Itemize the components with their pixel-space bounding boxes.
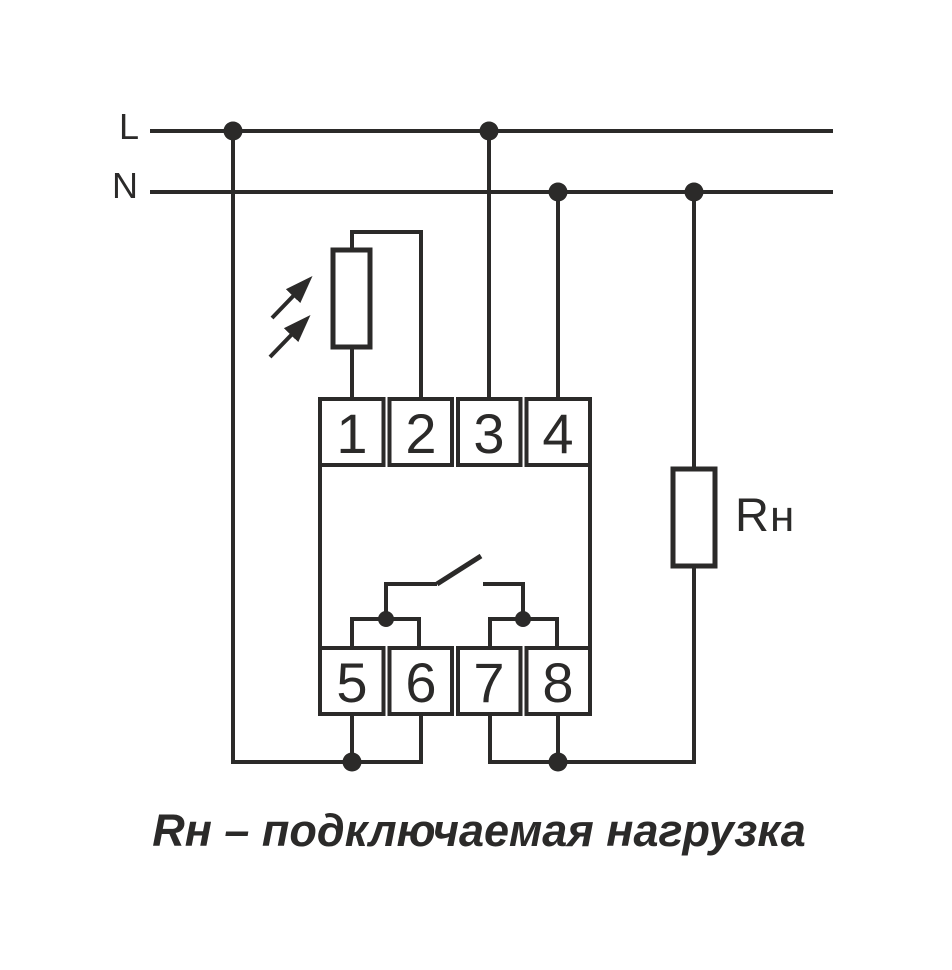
terminal-label-7: 7 <box>473 651 504 714</box>
live-line-label: L <box>119 106 139 147</box>
terminal-label-2: 2 <box>405 402 436 465</box>
terminal-cell-1 <box>318 397 386 467</box>
terminal-label-5: 5 <box>336 651 367 714</box>
junction-dot-terminal5-rail <box>342 752 362 772</box>
load-label: R <box>735 488 769 541</box>
load-resistor-body <box>670 466 718 569</box>
terminal-cell-3 <box>456 397 523 467</box>
terminal-cell-7 <box>456 646 523 716</box>
photoresistor-body <box>330 247 373 350</box>
terminal-cell-6 <box>387 646 454 716</box>
terminal-label-4: 4 <box>542 402 573 465</box>
junction-dot-live-left <box>223 121 243 141</box>
junction-dot-neutral-load <box>684 182 704 202</box>
neutral-line-label: N <box>112 165 138 206</box>
contact-left-junction-dot <box>378 611 394 627</box>
terminal-cell-5 <box>318 646 386 716</box>
terminal-label-3: 3 <box>473 402 504 465</box>
light-arrows-icon <box>268 276 313 359</box>
load-to-terminal7-8-wire <box>488 566 696 764</box>
contact-left-pole <box>384 582 437 619</box>
terminal-cell-2 <box>387 397 454 467</box>
junction-dot-terminal8-rail <box>548 752 568 772</box>
terminal-label-1: 1 <box>336 402 367 465</box>
contact-right-junction-dot <box>515 611 531 627</box>
top-terminal-strip: 1 2 3 4 <box>318 397 592 467</box>
junction-dot-live-terminal3 <box>479 121 499 141</box>
contact-right-pole <box>483 582 525 619</box>
live-to-terminal5-6-wire <box>231 131 423 764</box>
bottom-terminal-strip: 5 6 7 8 <box>318 646 592 716</box>
junction-dot-neutral-terminal4 <box>548 182 568 202</box>
load-resistor-icon: R н <box>670 466 794 569</box>
terminal-cell-4 <box>524 397 592 467</box>
photoresistor-icon <box>268 230 423 400</box>
terminal-cell-8 <box>524 646 592 716</box>
contact-blade <box>435 553 483 587</box>
terminal-label-8: 8 <box>542 651 573 714</box>
terminal-label-6: 6 <box>405 651 436 714</box>
load-label-subscript: н <box>770 492 794 541</box>
caption: Rн – подключаемая нагрузка <box>152 805 806 856</box>
photoresistor-top-lead <box>350 230 423 400</box>
relay-contact-icon <box>350 553 559 648</box>
